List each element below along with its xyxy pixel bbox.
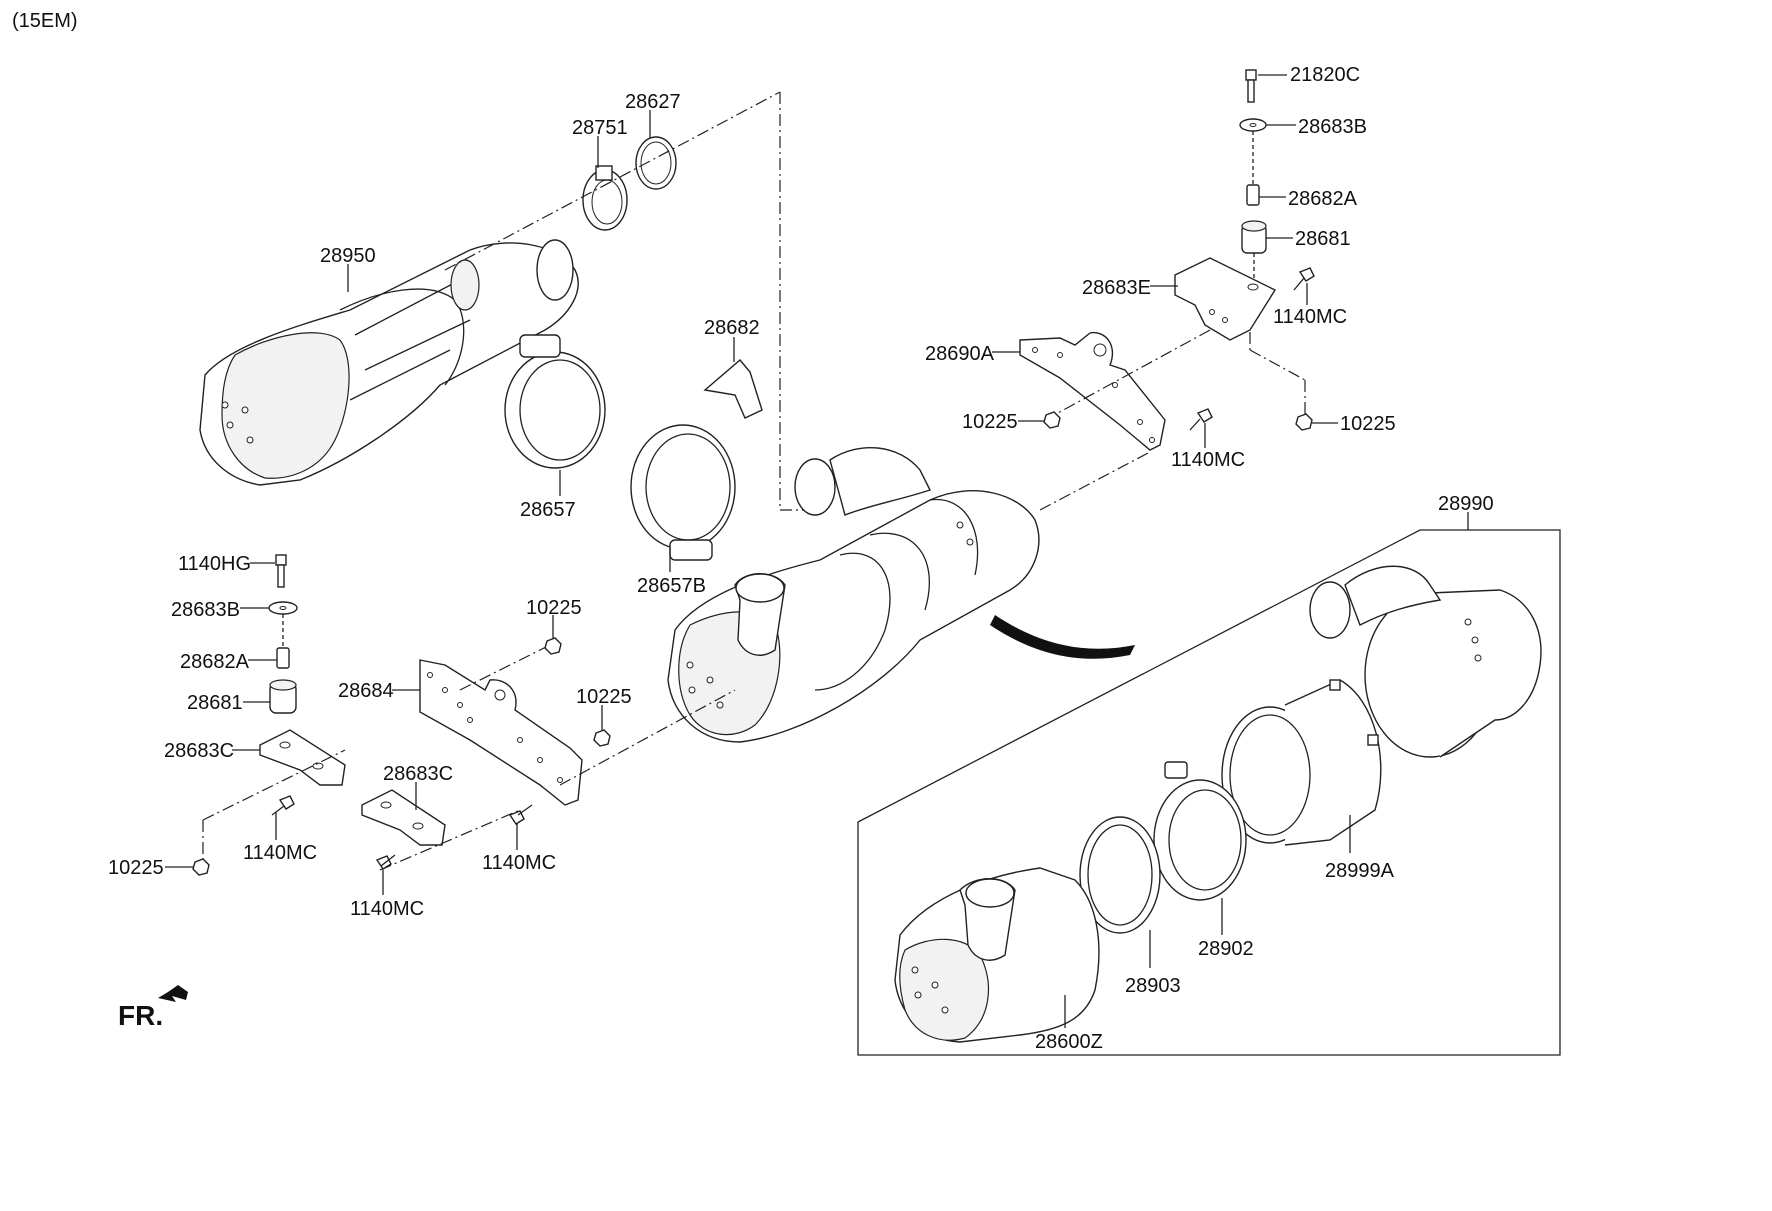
bracket-28683C-mid[interactable]	[361, 789, 446, 846]
label-28600Z[interactable]: 28600Z	[1035, 1031, 1103, 1053]
label-1140HG[interactable]: 1140HG	[178, 553, 251, 575]
label-28902[interactable]: 28902	[1198, 938, 1254, 960]
label-28627[interactable]: 28627	[625, 91, 681, 113]
bolt-1140MC-right-2[interactable]	[1189, 408, 1213, 431]
dpf-front-28600Z[interactable]	[894, 867, 1100, 1043]
label-28683E[interactable]: 28683E	[1082, 277, 1151, 299]
label-28903[interactable]: 28903	[1125, 975, 1181, 997]
bolt-1140MC-left-3[interactable]	[508, 804, 533, 825]
label-28682A-left[interactable]: 28682A	[180, 651, 250, 673]
label-28684[interactable]: 28684	[338, 680, 394, 702]
washer-28683B-left[interactable]	[268, 601, 298, 615]
shield-28682[interactable]	[703, 359, 763, 419]
sleeve-28999A[interactable]	[1221, 679, 1382, 846]
washer-28683B-top[interactable]	[1239, 118, 1267, 132]
gasket-28627[interactable]	[635, 136, 677, 190]
label-10225-d[interactable]: 10225	[576, 686, 632, 708]
label-28999A[interactable]: 28999A	[1325, 860, 1395, 882]
clamp-28902[interactable]	[1153, 761, 1247, 901]
label-28682A-top[interactable]: 28682A	[1288, 188, 1358, 210]
gasket-28903[interactable]	[1079, 816, 1161, 934]
mount-28681-top[interactable]	[1241, 220, 1267, 254]
label-1140MC-left-1[interactable]: 1140MC	[243, 842, 317, 864]
band-28657B[interactable]	[630, 424, 736, 561]
arrow-fr-icon	[158, 985, 188, 1002]
kit-box-28990	[857, 529, 1561, 1056]
label-10225-e[interactable]: 10225	[108, 857, 164, 879]
label-28681-top[interactable]: 28681	[1295, 228, 1351, 250]
clamp-28751[interactable]	[582, 165, 628, 231]
muffler-28950[interactable]	[199, 239, 579, 486]
bolt-21820C[interactable]	[1245, 69, 1257, 103]
mount-28681-left[interactable]	[269, 679, 297, 714]
label-10225-c[interactable]: 10225	[526, 597, 582, 619]
front-direction-label: FR.	[118, 1000, 163, 1031]
nut-10225-e[interactable]	[192, 858, 210, 876]
label-28683B-top[interactable]: 28683B	[1298, 116, 1367, 138]
label-28683B-left[interactable]: 28683B	[171, 599, 240, 621]
label-1140MC-right-1[interactable]: 1140MC	[1273, 306, 1347, 328]
bracket-28683E[interactable]	[1174, 257, 1277, 341]
nut-10225-d[interactable]	[593, 729, 611, 747]
label-10225-b[interactable]: 10225	[1340, 413, 1396, 435]
bolt-1140HG[interactable]	[275, 554, 287, 588]
bracket-28690A[interactable]	[1019, 331, 1166, 451]
label-1140MC-left-3[interactable]: 1140MC	[482, 852, 556, 874]
band-28657[interactable]	[504, 334, 606, 469]
nut-10225-a[interactable]	[1043, 411, 1061, 429]
label-10225-a[interactable]: 10225	[962, 411, 1018, 433]
dpf-assembly-center[interactable]	[667, 447, 1040, 743]
label-1140MC-right-2[interactable]: 1140MC	[1171, 449, 1245, 471]
label-28683C-left[interactable]: 28683C	[164, 740, 234, 762]
label-28990[interactable]: 28990	[1438, 493, 1494, 515]
label-28681-left[interactable]: 28681	[187, 692, 243, 714]
bolt-1140MC-left-1[interactable]	[271, 795, 295, 816]
bolt-1140MC-right-1[interactable]	[1293, 267, 1315, 291]
spacer-28682A-top[interactable]	[1246, 184, 1260, 206]
nut-10225-b[interactable]	[1295, 413, 1313, 431]
label-28690A[interactable]: 28690A	[925, 343, 995, 365]
diagram-code: (15EM)	[12, 10, 78, 32]
label-1140MC-left-2[interactable]: 1140MC	[350, 898, 424, 920]
assembly-callout-arrow	[990, 615, 1135, 659]
bolt-1140MC-left-2[interactable]	[375, 854, 396, 870]
bracket-28684[interactable]	[419, 659, 583, 806]
label-21820C[interactable]: 21820C	[1290, 64, 1360, 86]
label-28682[interactable]: 28682	[704, 317, 760, 339]
label-28751[interactable]: 28751	[572, 117, 628, 139]
label-28683C-mid[interactable]: 28683C	[383, 763, 453, 785]
dpf-housing-28990[interactable]	[1309, 565, 1542, 758]
nut-10225-c[interactable]	[544, 637, 562, 655]
label-28657[interactable]: 28657	[520, 499, 576, 521]
spacer-28682A-left[interactable]	[276, 647, 290, 669]
label-28950[interactable]: 28950	[320, 245, 376, 267]
bracket-28683C-left[interactable]	[259, 729, 346, 786]
label-28657B[interactable]: 28657B	[637, 575, 706, 597]
